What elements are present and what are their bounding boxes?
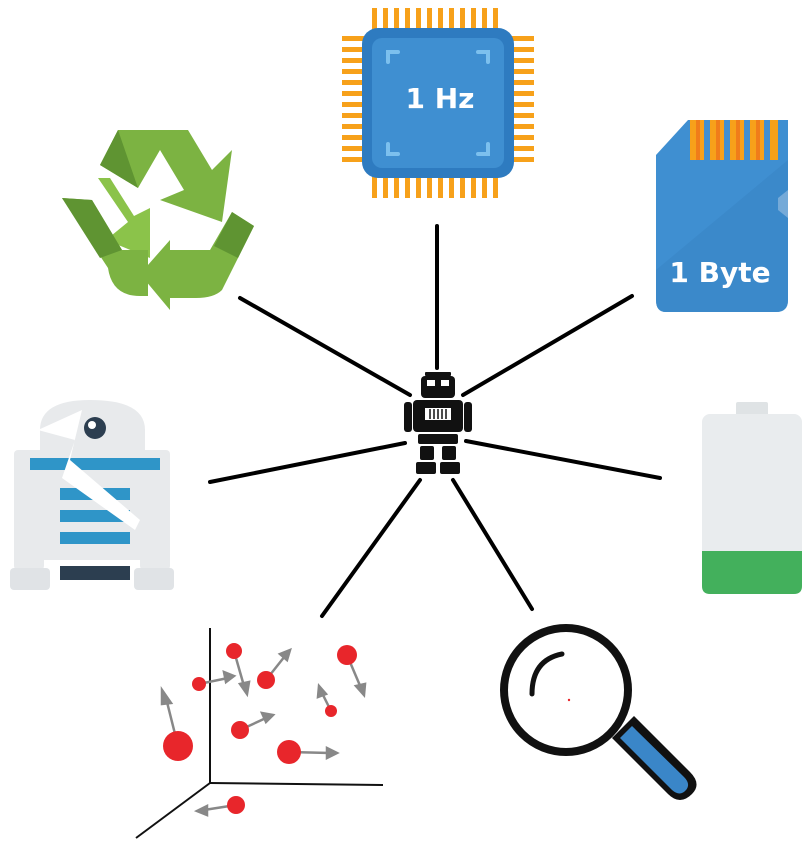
- connector-sdcard: [461, 294, 634, 397]
- connector-broken-robot: [208, 441, 407, 484]
- broken-robot-icon: [10, 400, 174, 590]
- magnifying-glass-icon: [500, 624, 697, 800]
- sd-card-icon: 1 Byte: [656, 120, 788, 312]
- connector-lines: [208, 224, 662, 618]
- cpu-chip-icon: 1 Hz: [342, 8, 534, 198]
- robot-icon: [404, 372, 472, 474]
- cpu-frequency-label: 1 Hz: [406, 82, 475, 115]
- connector-battery: [464, 439, 662, 480]
- recycle-icon: [60, 130, 254, 310]
- connector-recycle: [238, 296, 412, 397]
- battery-low-icon: [702, 402, 802, 594]
- particle-scatter-3d-icon: [135, 628, 384, 839]
- connector-particles: [320, 478, 422, 618]
- memory-size-label: 1 Byte: [669, 256, 770, 289]
- connector-magnifier: [451, 478, 534, 611]
